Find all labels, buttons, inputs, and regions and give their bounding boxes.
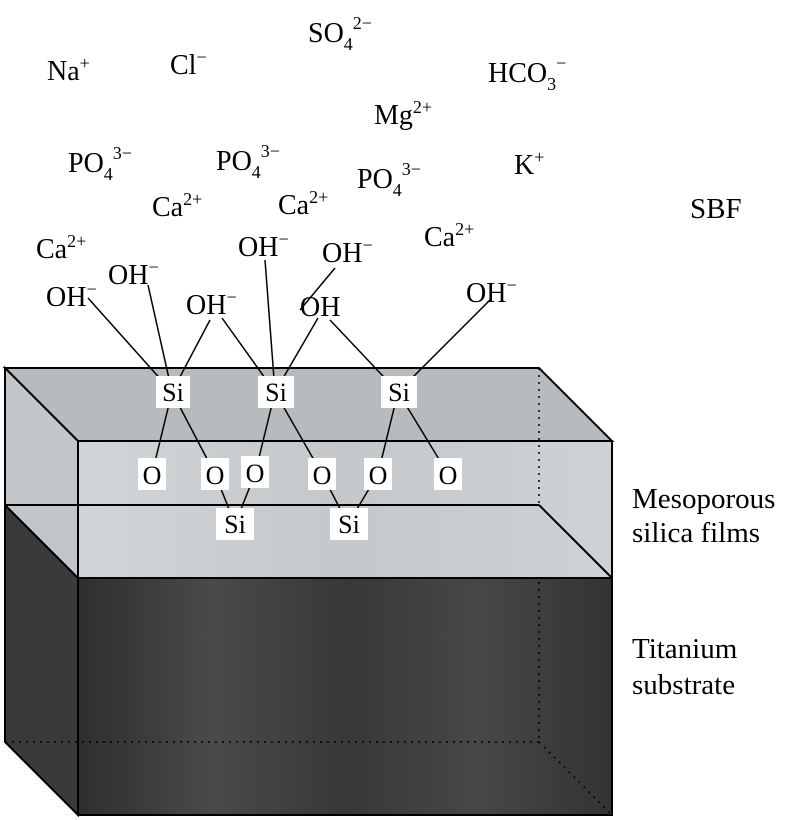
hydroxyl-oh4: OH− <box>238 229 289 263</box>
hydroxyl-oh5: OH− <box>322 235 373 269</box>
substrate-label-line1: Titanium <box>632 633 738 665</box>
si-atom: Si <box>216 508 254 540</box>
film-top-face <box>2 367 615 442</box>
substrate-label: Titanium substrate <box>632 633 738 701</box>
ion-ca: Ca2+ <box>278 187 328 221</box>
si-label: Si <box>338 510 360 539</box>
sbf-ions: Na+ Cl− SO42− HCO3− Mg2+ PO43− PO43− PO4… <box>36 13 566 265</box>
film-label: Mesoporous silica films <box>632 483 775 549</box>
hydroxyl-oh7: OH− <box>466 275 517 309</box>
si-label: Si <box>162 378 184 407</box>
oxygen-atoms: O O O O O O <box>138 456 462 490</box>
ion-so4: SO42− <box>308 13 372 54</box>
substrate-front-face <box>77 577 613 816</box>
si-atom: Si <box>258 376 294 408</box>
ion-ca: Ca2+ <box>152 189 202 223</box>
o-label: O <box>369 461 388 490</box>
sbf-label: SBF <box>690 193 742 225</box>
hydroxyl-groups: OH− OH− OH− OH− OH− OH OH− <box>46 229 517 323</box>
hydroxyl-oh3: OH− <box>186 287 237 321</box>
si-atom: Si <box>381 376 417 408</box>
o-atom: O <box>364 458 392 490</box>
si-atom: Si <box>156 376 190 408</box>
o-atom: O <box>308 458 336 490</box>
si-atom: Si <box>330 508 368 540</box>
ion-po4: PO43− <box>216 141 280 182</box>
o-atom: O <box>138 458 166 490</box>
ion-po4: PO43− <box>357 159 421 200</box>
o-label: O <box>313 461 332 490</box>
ion-k: K+ <box>514 147 544 181</box>
o-label: O <box>206 461 225 490</box>
hydroxyl-oh2: OH− <box>108 257 159 291</box>
o-atom: O <box>201 458 229 490</box>
si-label: Si <box>388 378 410 407</box>
o-atom: O <box>434 458 462 490</box>
o-label: O <box>246 459 265 488</box>
substrate-label-line2: substrate <box>632 669 735 701</box>
silicon-atoms: Si Si Si Si Si <box>156 376 417 540</box>
si-label: Si <box>224 510 246 539</box>
o-label: O <box>439 461 458 490</box>
ion-cl: Cl− <box>170 47 207 81</box>
ion-mg: Mg2+ <box>374 97 432 131</box>
o-atom: O <box>241 456 269 488</box>
hydroxyl-oh6: OH <box>300 292 340 323</box>
film-label-line1: Mesoporous <box>632 483 775 515</box>
ion-hco3: HCO3− <box>488 53 566 94</box>
ion-ca: Ca2+ <box>424 219 474 253</box>
si-label: Si <box>265 378 287 407</box>
titanium-substrate-block <box>4 502 613 818</box>
ion-ca: Ca2+ <box>36 231 86 265</box>
ion-po4: PO43− <box>68 143 132 184</box>
ion-na: Na+ <box>47 53 90 87</box>
o-label: O <box>143 461 162 490</box>
hydroxyl-oh1: OH− <box>46 279 97 313</box>
film-label-line2: silica films <box>632 517 760 549</box>
